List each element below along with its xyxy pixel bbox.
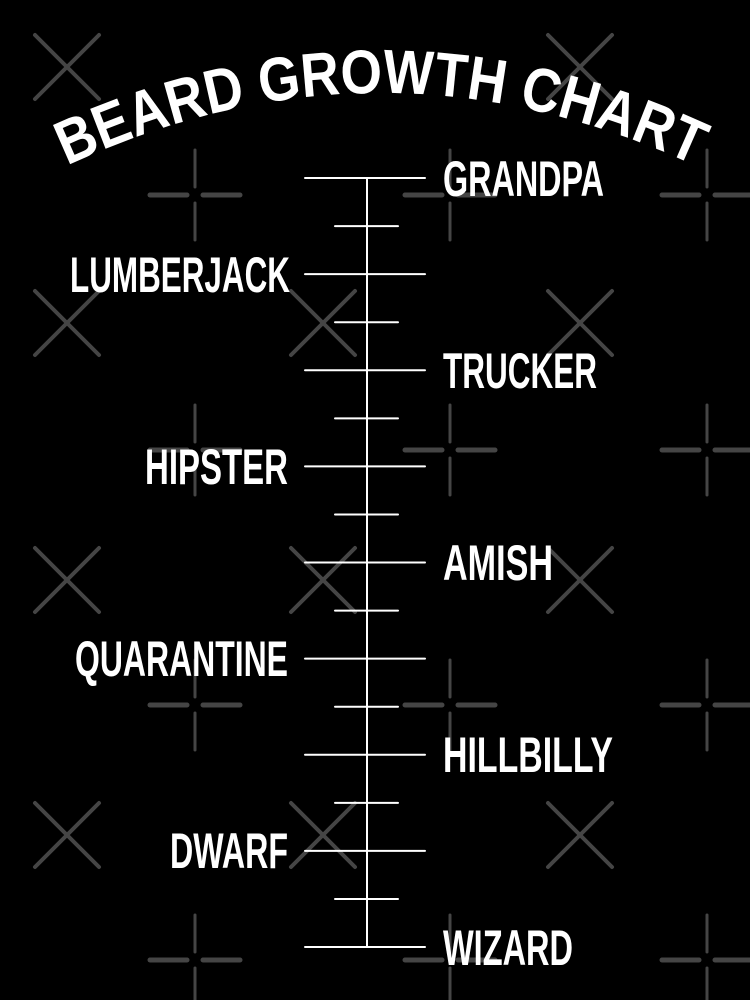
- growth-ruler: [304, 177, 426, 948]
- label-dwarf: DWARF: [170, 823, 288, 879]
- x-cross-icon: [33, 801, 101, 869]
- x-cross-icon: [289, 801, 357, 869]
- label-grandpa: GRANDPA: [443, 151, 604, 207]
- x-cross-icon: [546, 801, 614, 869]
- label-quarantine: QUARANTINE: [75, 631, 288, 687]
- label-hipster: HIPSTER: [145, 439, 288, 495]
- x-cross-icon: [33, 33, 101, 101]
- watermark-layer: [33, 33, 750, 1000]
- x-cross-icon: [546, 546, 614, 614]
- x-cross-icon: [546, 289, 614, 357]
- x-cross-icon: [289, 289, 357, 357]
- label-hillbilly: HILLBILLY: [443, 727, 613, 783]
- label-wizard: WIZARD: [443, 920, 573, 976]
- x-cross-icon: [289, 546, 357, 614]
- x-cross-icon: [33, 546, 101, 614]
- x-cross-icon: [546, 33, 614, 101]
- label-lumberjack: LUMBERJACK: [70, 247, 290, 303]
- x-cross-icon: [33, 289, 101, 357]
- label-amish: AMISH: [443, 535, 553, 591]
- chart-title: BEARD GROWTH CHART: [45, 38, 718, 179]
- label-trucker: TRUCKER: [443, 343, 597, 399]
